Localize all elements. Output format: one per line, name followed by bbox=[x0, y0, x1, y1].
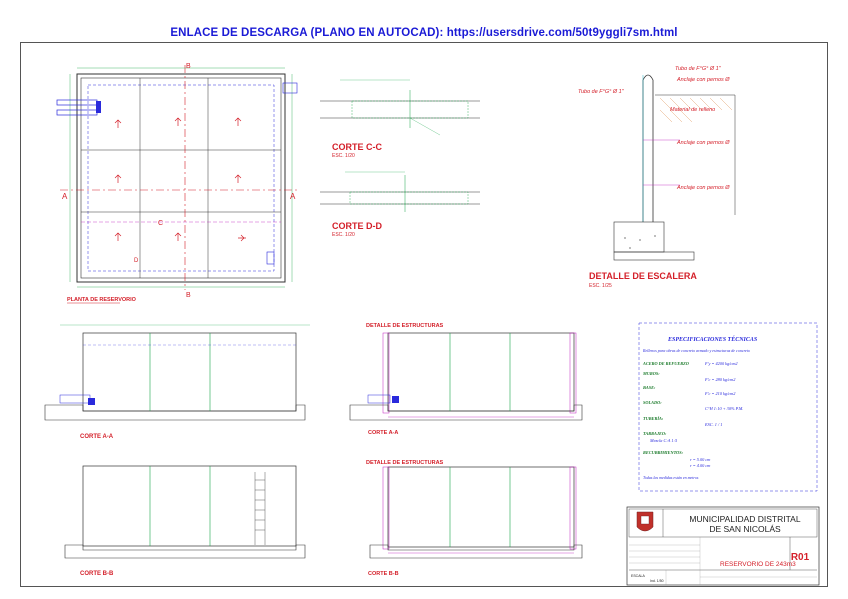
section-mark-a-right: A bbox=[290, 192, 296, 201]
peru-coat-of-arms-icon bbox=[636, 511, 654, 532]
detalle-estructuras-title-2: DETALLE DE ESTRUCTURAS bbox=[366, 460, 444, 466]
tubo-label-2: Tubo de F°G° Ø 1" bbox=[578, 89, 625, 95]
anclaje-label-2: Anclaje con pernos Ø bbox=[676, 185, 730, 191]
anclaje-label-1: Anclaje con pernos Ø bbox=[676, 140, 730, 146]
detalle-estructuras-title-1: DETALLE DE ESTRUCTURAS bbox=[366, 323, 444, 329]
escalera-title: DETALLE DE ESCALERA bbox=[589, 271, 697, 281]
specs-tarrajeo: TARRAJEO: bbox=[643, 431, 667, 436]
specs-solado: SOLADO: bbox=[643, 400, 662, 405]
banner-prefix: ENLACE DE DESCARGA (PLANO EN AUTOCAD): bbox=[170, 27, 444, 39]
specs-base: BASE: bbox=[642, 385, 656, 390]
sheet-code: R01 bbox=[791, 552, 810, 563]
corte-dd-scale: ESC. 1/20 bbox=[332, 232, 355, 238]
specs-base-val: F'c = 210 kg/cm2 bbox=[704, 391, 736, 396]
specs-recubrimientos: RECUBRIMIENTOS: bbox=[643, 450, 684, 455]
tubo-label-1: Tubo de F°G° Ø 1" bbox=[675, 66, 722, 72]
specs-acero-val: F'y = 4200 kg/cm2 bbox=[704, 361, 738, 366]
escalera-scale: ESC. 1/25 bbox=[589, 283, 612, 289]
specs-solado-val: C°H 1:10 + 30% P.M. bbox=[705, 406, 743, 411]
specs-tuberia: TUBERÍA: bbox=[643, 416, 664, 421]
corte-aa-title: CORTE A-A bbox=[80, 434, 114, 440]
drawing-sheet-frame bbox=[20, 42, 828, 587]
specs-intro: Rellenos para obras de concreto armado y… bbox=[642, 348, 750, 353]
specs-rec-2: r = 4.00 cm bbox=[690, 463, 710, 468]
specs-panel: ESPECIFICACIONES TÉCNICAS Rellenos para … bbox=[638, 322, 818, 492]
specs-muros-val: F'c = 280 kg/cm2 bbox=[704, 377, 736, 382]
specs-muros: MUROS: bbox=[642, 371, 660, 376]
corte-aa-2-title: CORTE A-A bbox=[368, 430, 398, 436]
relleno-label: Material de relleno bbox=[670, 107, 715, 113]
specs-tuberia-val: ESC. 1 / 1 bbox=[704, 422, 722, 427]
plan-name: RESERVORIO DE 243m3 bbox=[720, 561, 796, 568]
specs-title: ESPECIFICACIONES TÉCNICAS bbox=[667, 335, 758, 343]
specs-nota: Todas las medidas están en metros bbox=[643, 475, 699, 480]
corte-bb-title: CORTE B-B bbox=[80, 571, 114, 577]
anclaje-label-3: Anclaje con pernos Ø bbox=[676, 77, 730, 83]
section-mark-b-bottom: B bbox=[186, 292, 191, 299]
ladder-detail: Tubo de F°G° Ø 1" Tubo de F°G° Ø 1" Mate… bbox=[578, 66, 736, 289]
section-mark-c: C bbox=[158, 220, 163, 227]
section-dd: CORTE D-D ESC. 1/20 bbox=[320, 171, 480, 238]
specs-tarrajeo-val: Mezcla C:A 1:5 bbox=[649, 438, 678, 443]
download-banner[interactable]: ENLACE DE DESCARGA (PLANO EN AUTOCAD): h… bbox=[0, 27, 848, 39]
title-block: MUNICIPALIDAD DISTRITAL DE SAN NICOLÁS R… bbox=[626, 506, 820, 586]
section-mark-b-top: B bbox=[186, 63, 191, 70]
escala-label: ESCALA bbox=[631, 574, 645, 578]
corte-cc-scale: ESC. 1/20 bbox=[332, 153, 355, 159]
section-cc: CORTE C-C ESC. 1/20 bbox=[320, 79, 480, 159]
corte-bb-2-title: CORTE B-B bbox=[368, 571, 399, 577]
section-aa-left: CORTE A-A bbox=[44, 324, 310, 440]
municipality-name-1: MUNICIPALIDAD DISTRITAL bbox=[689, 514, 800, 524]
corte-dd-title: CORTE D-D bbox=[332, 221, 382, 231]
structure-detail-aa: DETALLE DE ESTRUCTURAS CORTE A-A bbox=[349, 323, 583, 436]
plan-view: A A B B C D PLANTA DE RESERVORIO bbox=[56, 63, 300, 304]
section-bb-left: CORTE B-B bbox=[64, 465, 306, 577]
municipality-name-2: DE SAN NICOLÁS bbox=[709, 524, 781, 534]
section-mark-d: D bbox=[134, 258, 139, 264]
plan-title: PLANTA DE RESERVORIO bbox=[67, 297, 137, 303]
escala-value: Ind. 1/50 bbox=[650, 579, 664, 583]
banner-url[interactable]: https://usersdrive.com/50t9yggli7sm.html bbox=[446, 27, 678, 39]
section-mark-a-left: A bbox=[62, 192, 68, 201]
specs-rec-1: r = 5.00 cm bbox=[690, 457, 710, 462]
corte-cc-title: CORTE C-C bbox=[332, 142, 382, 152]
specs-acero: ACERO DE REFUERZO bbox=[642, 361, 689, 366]
structure-detail-bb: DETALLE DE ESTRUCTURAS CORTE B-B bbox=[366, 460, 583, 577]
